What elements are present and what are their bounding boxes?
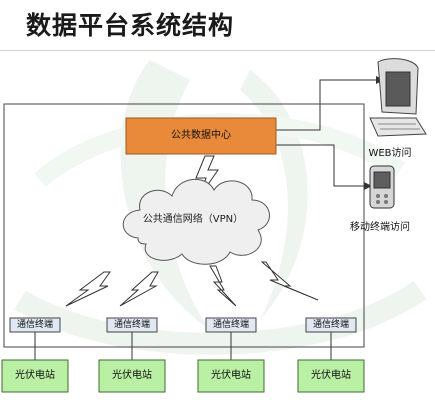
page-title: 数据平台系统结构: [26, 11, 235, 40]
lightning-bolt-icon: [119, 271, 159, 307]
station-box: [1, 359, 69, 393]
station-box: [197, 359, 265, 393]
public-data-center-label: 公共数据中心: [171, 130, 231, 141]
lightning-bolt-icon: [260, 261, 319, 301]
computer-icon: [369, 58, 427, 137]
platform-frame: [3, 103, 365, 348]
terminal-label: 通信终端: [312, 320, 349, 330]
cloud-icon: [122, 178, 270, 265]
station-box: [297, 359, 365, 393]
station-label: 光伏电站: [112, 370, 152, 381]
connector-web: [276, 79, 376, 131]
terminal-label: 通信终端: [16, 320, 53, 330]
terminal-label: 通信终端: [212, 320, 249, 330]
web-access-label: WEB访问: [368, 148, 412, 159]
station-label: 光伏电站: [15, 370, 55, 381]
station-label: 光伏电站: [311, 370, 351, 381]
station-box: [98, 359, 166, 393]
terminal-label: 通信终端: [113, 320, 150, 330]
lightning-bolt-icon: [65, 271, 111, 307]
cloud-label: 公共通信网络（VPN）: [142, 214, 244, 225]
lightning-bolt-icon: [209, 265, 237, 307]
connector-mobile: [276, 144, 364, 187]
public-data-center-box: [125, 117, 277, 155]
mobile-device-icon: [369, 165, 395, 209]
title-divider: [0, 50, 435, 51]
station-label: 光伏电站: [211, 370, 251, 381]
lightning-center-icon: [195, 155, 219, 197]
mobile-access-label: 移动终端访问: [350, 222, 410, 233]
arrow-mobile: [364, 182, 372, 190]
